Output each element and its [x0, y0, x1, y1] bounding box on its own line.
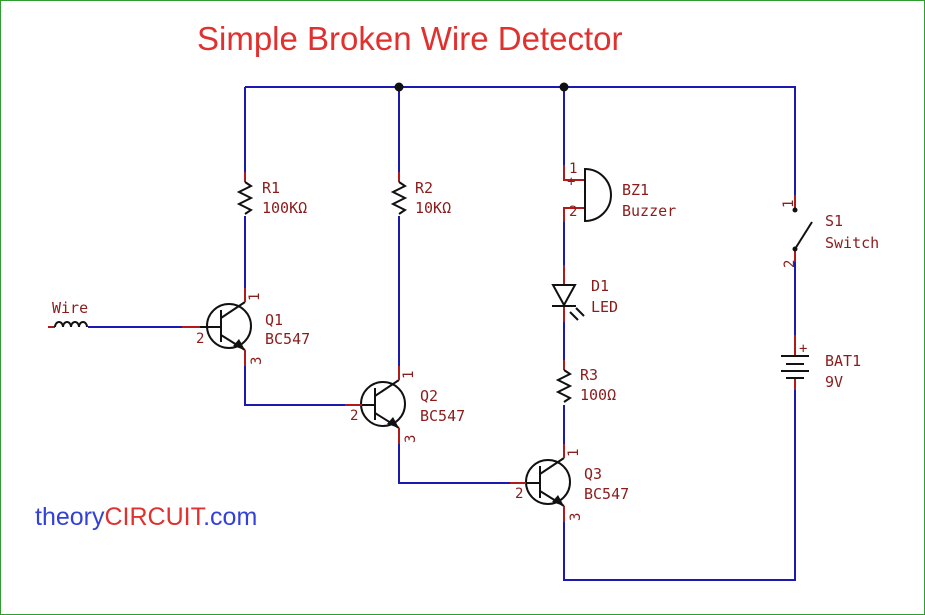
q2-pin-3: 3 — [403, 435, 419, 443]
q2-value: BC547 — [420, 407, 465, 425]
s1-value: Switch — [825, 234, 879, 252]
led-d1: D1 LED — [551, 265, 618, 322]
q1-pin-2: 2 — [196, 331, 204, 347]
q3-value: BC547 — [584, 485, 629, 503]
q1-value: BC547 — [265, 330, 310, 348]
switch-s1: 1 2 S1 Switch — [781, 195, 879, 268]
r1-value: 100KΩ — [262, 199, 307, 217]
q2-pin-1: 1 — [401, 371, 417, 379]
brand-part-3: .com — [203, 503, 258, 531]
wire-probe: Wire — [48, 299, 88, 328]
diagram-title: Simple Broken Wire Detector — [197, 20, 623, 57]
bz1-value: Buzzer — [622, 202, 676, 220]
bat1-ref: BAT1 — [825, 352, 861, 370]
bz1-ref: BZ1 — [622, 181, 649, 199]
buzzer-bz1: 1 + 2 BZ1 Buzzer — [563, 161, 676, 223]
brand-watermark: theoryCIRCUIT.com — [35, 503, 257, 532]
d1-ref: D1 — [591, 277, 609, 295]
d1-value: LED — [591, 298, 618, 316]
q1-pin-3: 3 — [249, 357, 265, 365]
resistor-r3: R3 100Ω — [555, 360, 616, 404]
q1-pin-1: 1 — [247, 293, 263, 301]
resistor-r1: R1 100KΩ — [236, 172, 307, 217]
q3-pin-3: 3 — [568, 513, 584, 521]
bz1-pin-2: 2 — [569, 204, 577, 220]
s1-pin-2: 2 — [782, 260, 798, 268]
bz1-pin-1: 1 — [569, 161, 577, 177]
transistor-q3: 1 2 3 Q3 BC547 — [510, 444, 629, 522]
r2-ref: R2 — [415, 179, 433, 197]
brand-part-1: theory — [35, 503, 105, 531]
bat1-value: 9V — [825, 373, 843, 391]
r3-ref: R3 — [580, 366, 598, 384]
junction-dot — [559, 82, 569, 92]
s1-ref: S1 — [825, 212, 843, 230]
wires — [88, 86, 796, 581]
bat1-plus: + — [799, 341, 807, 357]
resistor-r2: R2 10KΩ — [390, 172, 451, 217]
r3-value: 100Ω — [580, 386, 616, 404]
q1-ref: Q1 — [265, 311, 283, 329]
battery-bat1: + BAT1 9V — [781, 335, 861, 391]
q1-q2-wire — [244, 350, 360, 406]
q2-ref: Q2 — [420, 387, 438, 405]
r1-ref: R1 — [262, 179, 280, 197]
junction-dot — [394, 82, 404, 92]
q3-pin-1: 1 — [566, 449, 582, 457]
bz1-plus: + — [567, 174, 575, 190]
r2-value: 10KΩ — [415, 199, 451, 217]
s1-pin-1: 1 — [781, 200, 797, 208]
return-wire — [563, 390, 796, 581]
transistor-q2: 1 2 3 Q2 BC547 — [345, 366, 465, 444]
q2-pin-2: 2 — [350, 408, 358, 424]
transistor-q1: 1 2 3 Q1 BC547 — [182, 288, 310, 366]
top-rail-wire — [245, 86, 796, 195]
q2-q3-wire — [398, 430, 523, 484]
q3-pin-2: 2 — [515, 486, 523, 502]
brand-part-2: CIRCUIT — [104, 503, 204, 531]
wire-label: Wire — [52, 299, 88, 317]
q3-ref: Q3 — [584, 465, 602, 483]
